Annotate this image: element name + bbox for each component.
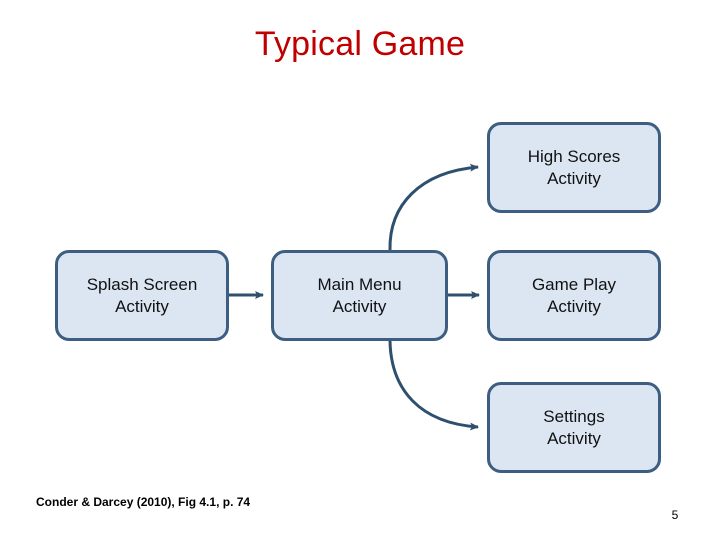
- node-label-line1: Splash Screen: [86, 274, 198, 294]
- node-label: Splash Screen Activity: [81, 274, 204, 318]
- node-game-play-activity[interactable]: Game Play Activity: [487, 250, 661, 341]
- node-label-line1: Main Menu: [317, 274, 402, 294]
- node-high-scores-activity[interactable]: High Scores Activity: [487, 122, 661, 213]
- node-label-line2: Activity: [547, 168, 601, 188]
- node-label: Main Menu Activity: [311, 274, 407, 318]
- node-label-line1: Game Play: [531, 274, 617, 294]
- node-splash-screen-activity[interactable]: Splash Screen Activity: [55, 250, 229, 341]
- node-label: Settings Activity: [537, 406, 610, 450]
- node-main-menu-activity[interactable]: Main Menu Activity: [271, 250, 448, 341]
- node-label: Game Play Activity: [526, 274, 622, 318]
- source-citation: Conder & Darcey (2010), Fig 4.1, p. 74: [36, 495, 251, 509]
- node-label: High Scores Activity: [522, 146, 627, 190]
- page-number: 5: [671, 508, 679, 522]
- node-label-line2: Activity: [547, 296, 601, 316]
- node-label-line2: Activity: [115, 296, 169, 316]
- node-label-line2: Activity: [332, 296, 387, 316]
- node-label-line1: Settings: [543, 406, 605, 426]
- node-label-line1: High Scores: [527, 146, 621, 166]
- edge-mainmenu-to-highscores: [388, 163, 479, 251]
- edge-mainmenu-to-settings: [388, 340, 479, 431]
- page-title: Typical Game: [254, 25, 466, 63]
- node-label-line2: Activity: [547, 428, 601, 448]
- node-settings-activity[interactable]: Settings Activity: [487, 382, 661, 473]
